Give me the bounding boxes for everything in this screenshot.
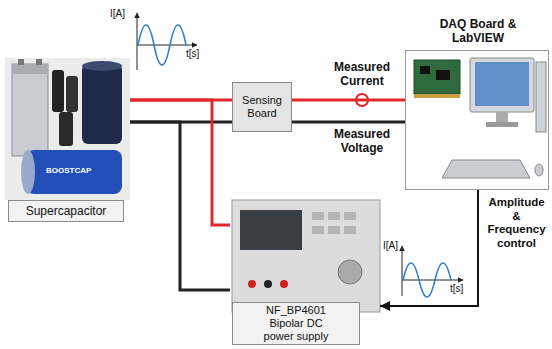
axis-label: I[A]	[110, 8, 125, 20]
small-capacitor	[66, 76, 78, 112]
small-capacitor	[52, 70, 64, 112]
box-capacitor	[12, 64, 48, 156]
photo-ground	[5, 58, 130, 200]
sine-wave	[138, 25, 186, 65]
chip	[420, 66, 430, 74]
node-label: DAQ Board & LabVIEW	[433, 17, 523, 45]
cylinder-top	[82, 61, 122, 71]
terminal	[36, 59, 42, 65]
time-axis	[137, 45, 197, 46]
negative-wire	[130, 122, 230, 290]
system-box: DAQ Board & LabVIEW	[405, 50, 549, 190]
power-supply-photo	[232, 200, 380, 312]
connectors	[130, 100, 478, 306]
pc-tower	[536, 62, 546, 132]
monitor	[470, 58, 534, 112]
axis-label: t[s]	[186, 48, 199, 60]
terminal	[18, 59, 24, 65]
time-axis	[402, 280, 463, 281]
keyboard	[442, 160, 530, 178]
supercapacitor-photo	[5, 58, 130, 200]
supply-body	[232, 200, 380, 312]
voltage-signal-wire	[292, 121, 405, 124]
supply-button	[312, 226, 324, 234]
component-photo: Supercapacitor	[5, 58, 130, 224]
supply-button	[344, 212, 356, 220]
current-axis	[402, 246, 403, 296]
mouse	[535, 164, 543, 176]
small-capacitor	[59, 112, 73, 146]
daq-computer-picture	[414, 58, 546, 178]
daq-card	[414, 60, 460, 94]
current-axis	[137, 13, 138, 70]
boostcap-cylinder	[26, 150, 122, 194]
axis-label: I[A]	[383, 240, 398, 252]
output-plot	[402, 246, 463, 297]
chip	[436, 70, 450, 80]
component-photo: NF_BP4601 Bipolar DC power supply	[230, 200, 380, 346]
supply-knob	[338, 260, 362, 284]
node-label: Supercapacitor	[8, 200, 124, 222]
monitor-base	[486, 122, 518, 127]
output-terminal	[264, 280, 272, 288]
supply-button	[344, 226, 356, 234]
cylinder-capacitor	[82, 64, 122, 144]
monitor-screen	[475, 62, 529, 106]
node-label: NF_BP4601 Bipolar DC power supply	[232, 302, 360, 345]
product-marking: BOOSTCAP	[46, 166, 91, 176]
sine-wave	[403, 263, 451, 297]
control-arrow	[380, 190, 478, 306]
supply-button	[312, 212, 324, 220]
output-terminal	[280, 280, 288, 288]
node-label: Sensing Board	[236, 94, 288, 120]
connector-label: Measured Current	[326, 60, 398, 88]
monitor-stand	[496, 112, 508, 122]
process-box: Sensing Board	[232, 82, 292, 132]
connector-label: Measured Voltage	[326, 127, 398, 155]
current-sensor-symbol	[356, 94, 368, 106]
supply-button	[328, 226, 340, 234]
current-signal-wire	[292, 99, 405, 102]
boostcap-end	[21, 150, 35, 194]
axis-label: t[s]	[450, 283, 463, 295]
output-terminal	[248, 280, 256, 288]
connector-label: Amplitude & Frequency control	[485, 196, 548, 250]
current-plot	[137, 13, 197, 70]
box-capacitor-top	[12, 64, 48, 74]
supply-display	[240, 210, 302, 250]
label-wrap: NF_BP4601 Bipolar DC power supply	[254, 304, 338, 343]
supply-button	[328, 212, 340, 220]
card-contacts	[414, 94, 460, 98]
